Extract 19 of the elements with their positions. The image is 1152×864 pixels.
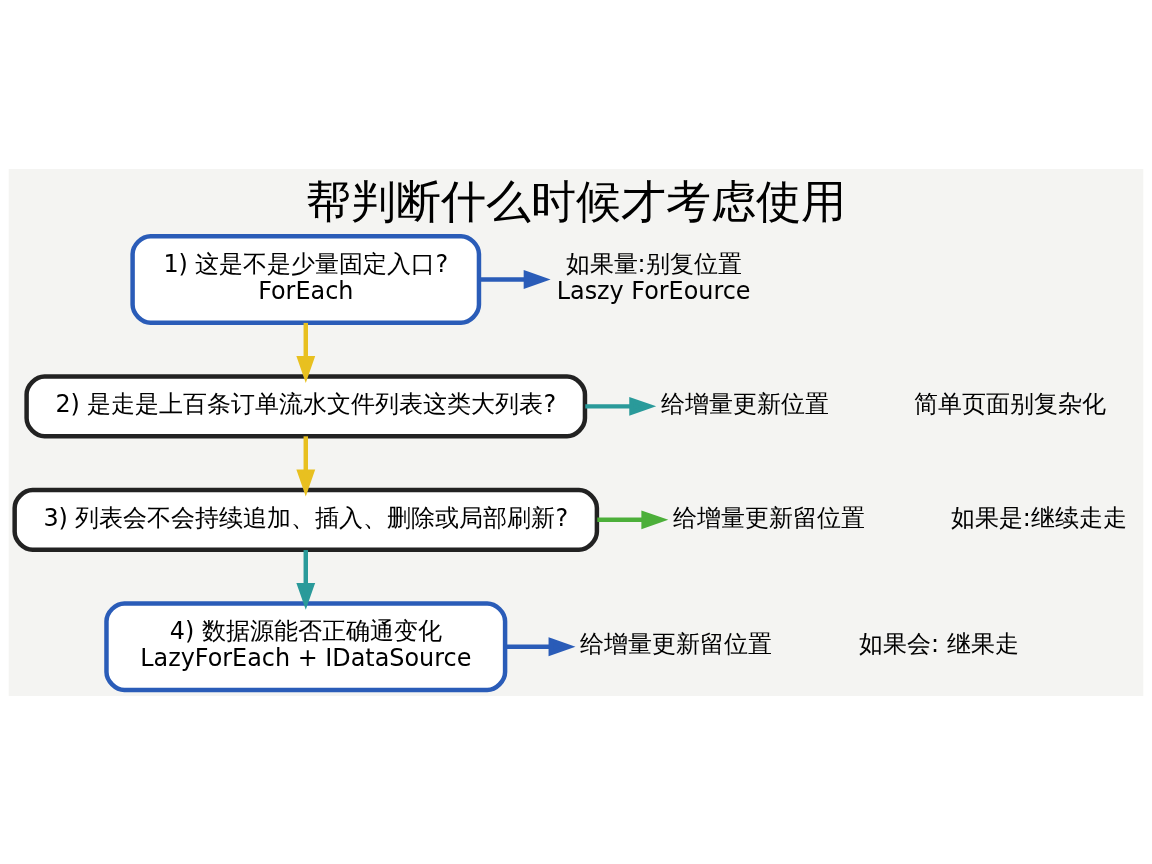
- arrow: [585, 396, 657, 416]
- node-text: 如果量:别复位置 Laszy ForEource: [556, 249, 751, 305]
- arrow: [479, 269, 551, 289]
- arrow: [296, 549, 316, 610]
- node-box: 3) 列表会不会持续追加、插入、删除或局部刷新?: [12, 487, 600, 552]
- node-text: 给增量更新留位置: [672, 503, 865, 532]
- node-box: 1) 这是不是少量固定入口? ForEach: [130, 233, 482, 325]
- diagram-title: 帮判断什么时候才考虑使用: [306, 174, 846, 228]
- arrow: [296, 322, 316, 383]
- node-box: 2) 是走是上百条订单流水文件列表这类大列表?: [24, 373, 588, 438]
- node-text: 给增量更新位置: [660, 389, 829, 418]
- node-box: 4) 数据源能否正确通变化 LazyForEach + IDataSource: [104, 600, 508, 692]
- label: 简单页面别复杂化: [914, 389, 1107, 418]
- node-text: 给增量更新留位置: [580, 629, 773, 658]
- arrow: [597, 509, 669, 529]
- arrow: [296, 435, 316, 496]
- arrow: [505, 636, 576, 656]
- label: 如果会: 继果走: [858, 629, 1019, 658]
- label: 如果是:继续走走: [950, 503, 1127, 532]
